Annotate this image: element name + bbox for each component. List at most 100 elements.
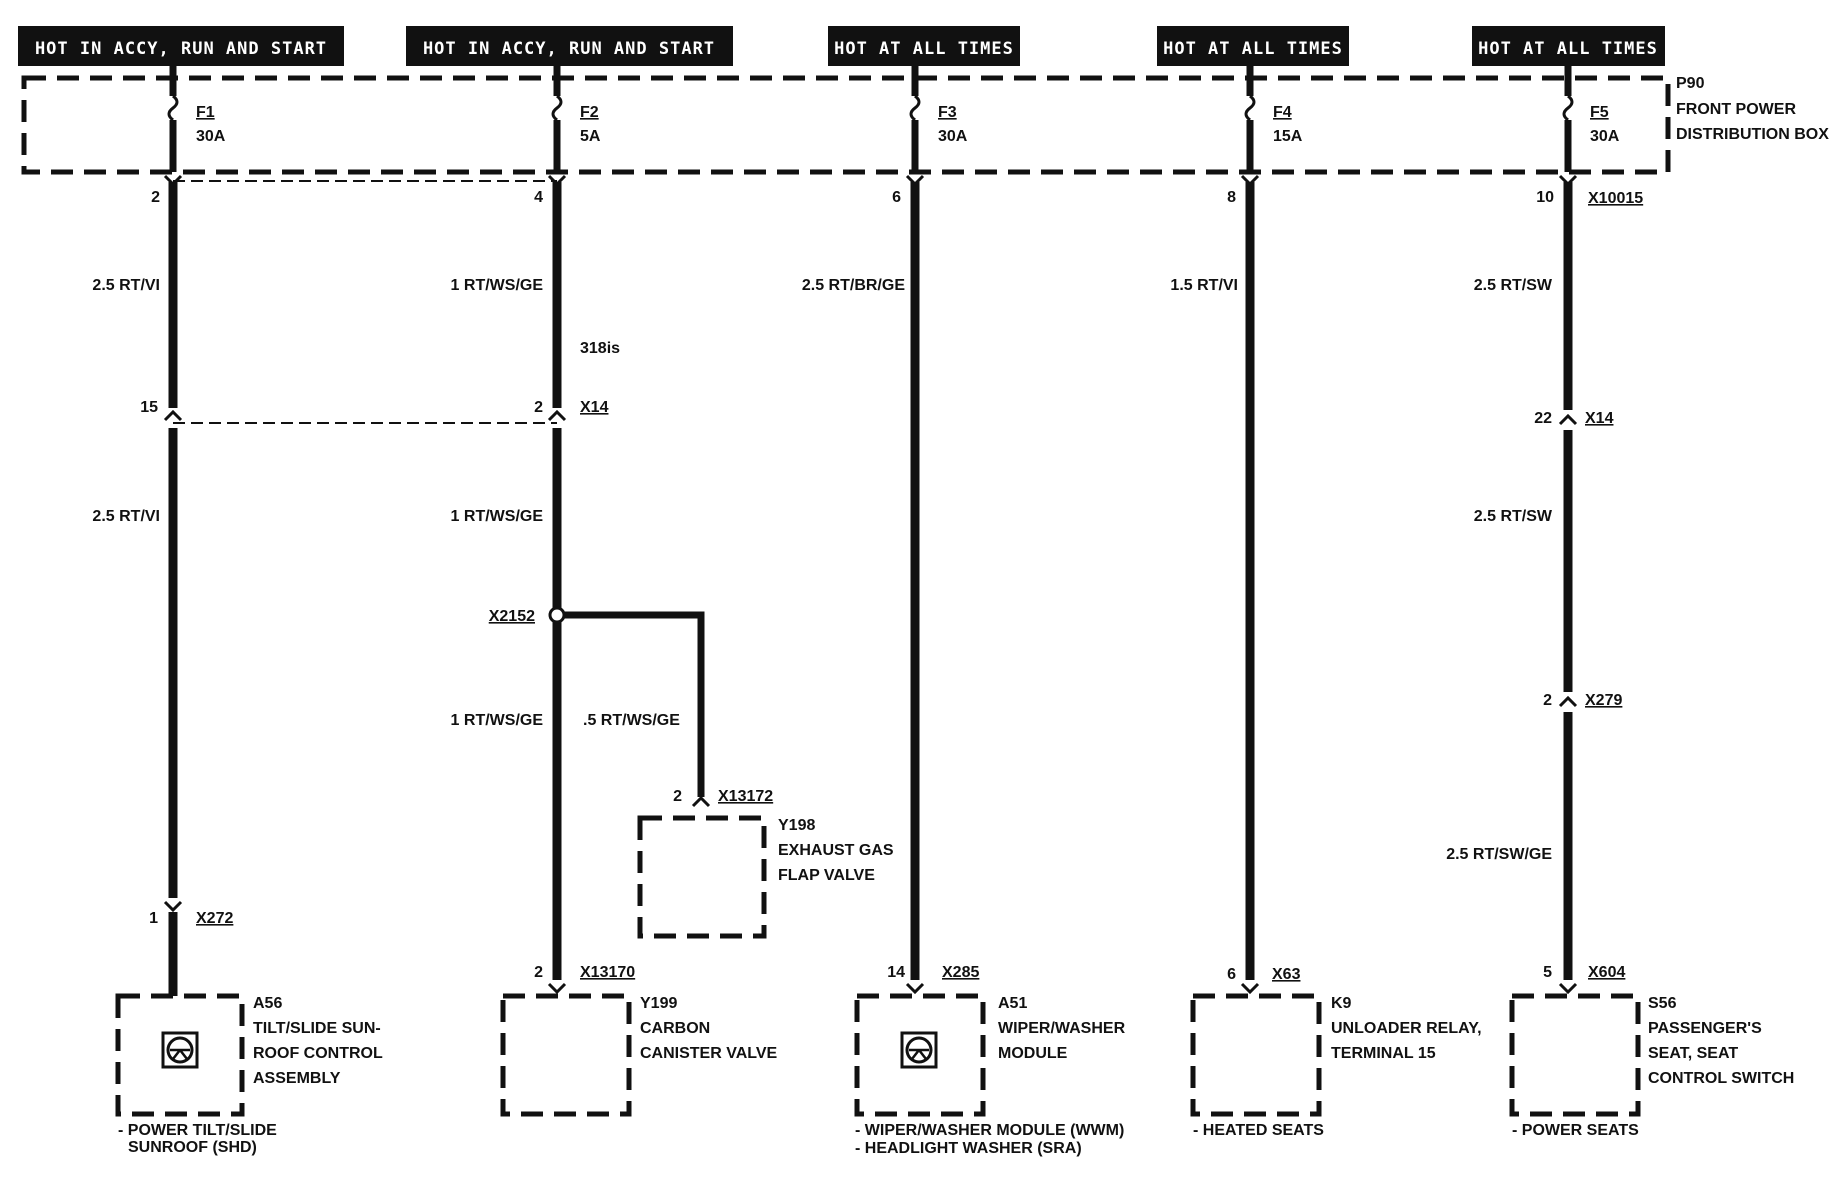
fuse-rating-f5: 30A: [1590, 128, 1620, 145]
fuse-f5: F5 30A 10: [1536, 66, 1620, 206]
k9-pin: 6: [1227, 966, 1236, 983]
a51-note1: - WIPER/WASHER MODULE (WWM): [855, 1122, 1124, 1139]
y198-line2: FLAP VALVE: [778, 867, 875, 884]
header-tag-2: HOT IN ACCY, RUN AND START: [406, 26, 733, 66]
a51-box: [854, 993, 986, 1117]
s56-line2: SEAT, SEAT: [1648, 1045, 1738, 1062]
fuse-name-f4: F4: [1273, 104, 1292, 121]
wire-label-c4: 1.5 RT/VI: [1170, 277, 1238, 294]
y198-box: [637, 815, 767, 939]
fuse-rating-f2: 5A: [580, 128, 601, 145]
header-tag-5: HOT AT ALL TIMES: [1472, 26, 1665, 66]
wire-label-c3: 2.5 RT/BR/GE: [802, 277, 905, 294]
a56-line1: TILT/SLIDE SUN-: [253, 1020, 381, 1037]
motor-icon: [161, 1031, 199, 1069]
motor-icon: [900, 1031, 938, 1069]
y199-line2: CANISTER VALVE: [640, 1045, 778, 1062]
s56-note1: - POWER SEATS: [1512, 1122, 1639, 1139]
y199-connector: X13170: [580, 964, 635, 981]
s56-line3: CONTROL SWITCH: [1648, 1070, 1794, 1087]
fuse-f2: F2 5A 4: [534, 66, 601, 206]
wire-label-c5-low: 2.5 RT/SW/GE: [1446, 846, 1552, 863]
a56-note2: SUNROOF (SHD): [128, 1139, 257, 1156]
a51-connector: X285: [942, 964, 979, 981]
a51-pin: 14: [887, 964, 905, 981]
fuse-pin-f4: 8: [1227, 189, 1236, 206]
box-label-line2: DISTRIBUTION BOX: [1676, 126, 1829, 143]
wire-branch-y198: [564, 611, 705, 797]
wire-label-c1-top: 2.5 RT/VI: [92, 277, 160, 294]
x14-label-c5: X14: [1585, 410, 1614, 427]
x13172-pin: 2: [673, 788, 682, 805]
s56-pin: 5: [1543, 964, 1552, 981]
wire-label-c5-mid: 2.5 RT/SW: [1474, 508, 1553, 525]
s56-id: S56: [1648, 995, 1677, 1012]
header-text-3: HOT AT ALL TIMES: [834, 39, 1014, 59]
header-text-4: HOT AT ALL TIMES: [1163, 39, 1343, 59]
splice-x2152: [548, 606, 566, 624]
k9-line1: UNLOADER RELAY,: [1331, 1020, 1482, 1037]
fuse-name-f1: F1: [196, 104, 215, 121]
a51-line1: WIPER/WASHER: [998, 1020, 1126, 1037]
box-id: P90: [1676, 75, 1705, 92]
fuse-pin-f2: 4: [534, 189, 543, 206]
fuse-f4: F4 15A 8: [1227, 66, 1303, 206]
wire-label-c2-top: 1 RT/WS/GE: [451, 277, 544, 294]
x13172-label: X13172: [718, 788, 773, 805]
wire-label-c2-mid: 1 RT/WS/GE: [451, 508, 544, 525]
fuse-pin-f1: 2: [151, 189, 160, 206]
s56-box: [1509, 993, 1641, 1117]
box-label-line1: FRONT POWER: [1676, 101, 1796, 118]
fuse-name-f5: F5: [1590, 104, 1609, 121]
y198-id: Y198: [778, 817, 815, 834]
x279-label: X279: [1585, 692, 1622, 709]
y199-line1: CARBON: [640, 1020, 710, 1037]
a51-line2: MODULE: [998, 1045, 1068, 1062]
y199-box: [500, 993, 632, 1117]
x279-pin: 2: [1543, 692, 1552, 709]
y198-line1: EXHAUST GAS: [778, 842, 894, 859]
a51-id: A51: [998, 995, 1027, 1012]
x14-pin-c1: 15: [140, 399, 158, 416]
fuse-rating-f1: 30A: [196, 128, 226, 145]
fuse-rating-f4: 15A: [1273, 128, 1303, 145]
x14-label-c2: X14: [580, 399, 609, 416]
a56-id: A56: [253, 995, 282, 1012]
fuse-pin-f3: 6: [892, 189, 901, 206]
fuse-name-f3: F3: [938, 104, 957, 121]
k9-note1: - HEATED SEATS: [1193, 1122, 1324, 1139]
a56-connector: X272: [196, 910, 233, 927]
a56-line2: ROOF CONTROL: [253, 1045, 383, 1062]
fuse-rating-f3: 30A: [938, 128, 968, 145]
wire-label-c2-low: 1 RT/WS/GE: [451, 712, 544, 729]
box-connector: X10015: [1588, 190, 1643, 207]
wire-note-c2: 318is: [580, 340, 620, 357]
x14-pin-c5: 22: [1534, 410, 1552, 427]
power-distribution-box: [21, 75, 1671, 175]
a56-pin: 1: [149, 910, 158, 927]
a56-note1: - POWER TILT/SLIDE: [118, 1122, 277, 1139]
header-tag-4: HOT AT ALL TIMES: [1157, 26, 1349, 66]
header-text-1: HOT IN ACCY, RUN AND START: [35, 39, 327, 59]
k9-line2: TERMINAL 15: [1331, 1045, 1436, 1062]
fuse-f1: F1 30A 2: [151, 66, 226, 206]
s56-line1: PASSENGER'S: [1648, 1020, 1762, 1037]
a56-box: [115, 993, 245, 1117]
a56-line3: ASSEMBLY: [253, 1070, 341, 1087]
header-text-5: HOT AT ALL TIMES: [1478, 39, 1658, 59]
fuse-name-f2: F2: [580, 104, 599, 121]
k9-connector: X63: [1272, 966, 1301, 983]
k9-box: [1190, 993, 1322, 1117]
fuse-f3: F3 30A 6: [892, 66, 968, 206]
x14-pin-c2: 2: [534, 399, 543, 416]
a51-note2: - HEADLIGHT WASHER (SRA): [855, 1140, 1082, 1157]
splice-label-x2152: X2152: [489, 608, 535, 625]
s56-connector: X604: [1588, 964, 1625, 981]
wire-label-c5-top: 2.5 RT/SW: [1474, 277, 1553, 294]
header-tag-3: HOT AT ALL TIMES: [828, 26, 1020, 66]
wire-label-c1-bottom: 2.5 RT/VI: [92, 508, 160, 525]
y199-id: Y199: [640, 995, 677, 1012]
wire-label-branch: .5 RT/WS/GE: [583, 712, 680, 729]
k9-id: K9: [1331, 995, 1352, 1012]
